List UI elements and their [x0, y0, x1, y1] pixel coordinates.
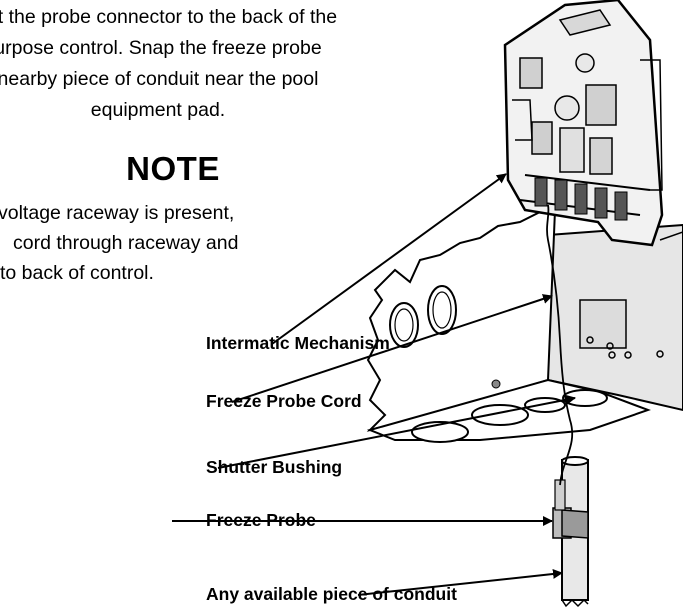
- freeze-probe-cord-drawing: [546, 204, 574, 486]
- note-body: voltage raceway is present, cord through…: [0, 198, 328, 288]
- instruction-text: ct the probe connector to the back of th…: [0, 2, 338, 126]
- instruction-line-4: equipment pad.: [90, 99, 226, 121]
- intermatic-mechanism-drawing: [503, 0, 664, 247]
- instruction-line-3: nearby piece of conduit near the pool: [0, 68, 319, 90]
- label-shutter-bushing: Shutter Bushing: [206, 457, 343, 477]
- intermatic-leader: [271, 173, 507, 345]
- label-intermatic-mechanism: Intermatic Mechanism: [206, 333, 390, 353]
- cord-leader: [231, 294, 553, 403]
- note-line-3: to back of control.: [0, 262, 154, 284]
- instruction-line-2: urpose control. Snap the freeze probe: [0, 37, 322, 59]
- enclosure-panel: [547, 223, 683, 412]
- instruction-line-1: ct the probe connector to the back of th…: [0, 6, 338, 28]
- freeze-probe-drawing: [552, 479, 589, 539]
- conduit-leader: [357, 568, 563, 596]
- label-freeze-probe: Freeze Probe: [206, 510, 316, 530]
- note-line-2: cord through raceway and: [13, 232, 239, 254]
- bushing-leader: [217, 394, 576, 469]
- label-conduit: Any available piece of conduit: [206, 584, 457, 604]
- note-heading: NOTE: [126, 150, 220, 187]
- label-freeze-probe-cord: Freeze Probe Cord: [206, 391, 362, 411]
- note-line-1: voltage raceway is present,: [0, 202, 235, 224]
